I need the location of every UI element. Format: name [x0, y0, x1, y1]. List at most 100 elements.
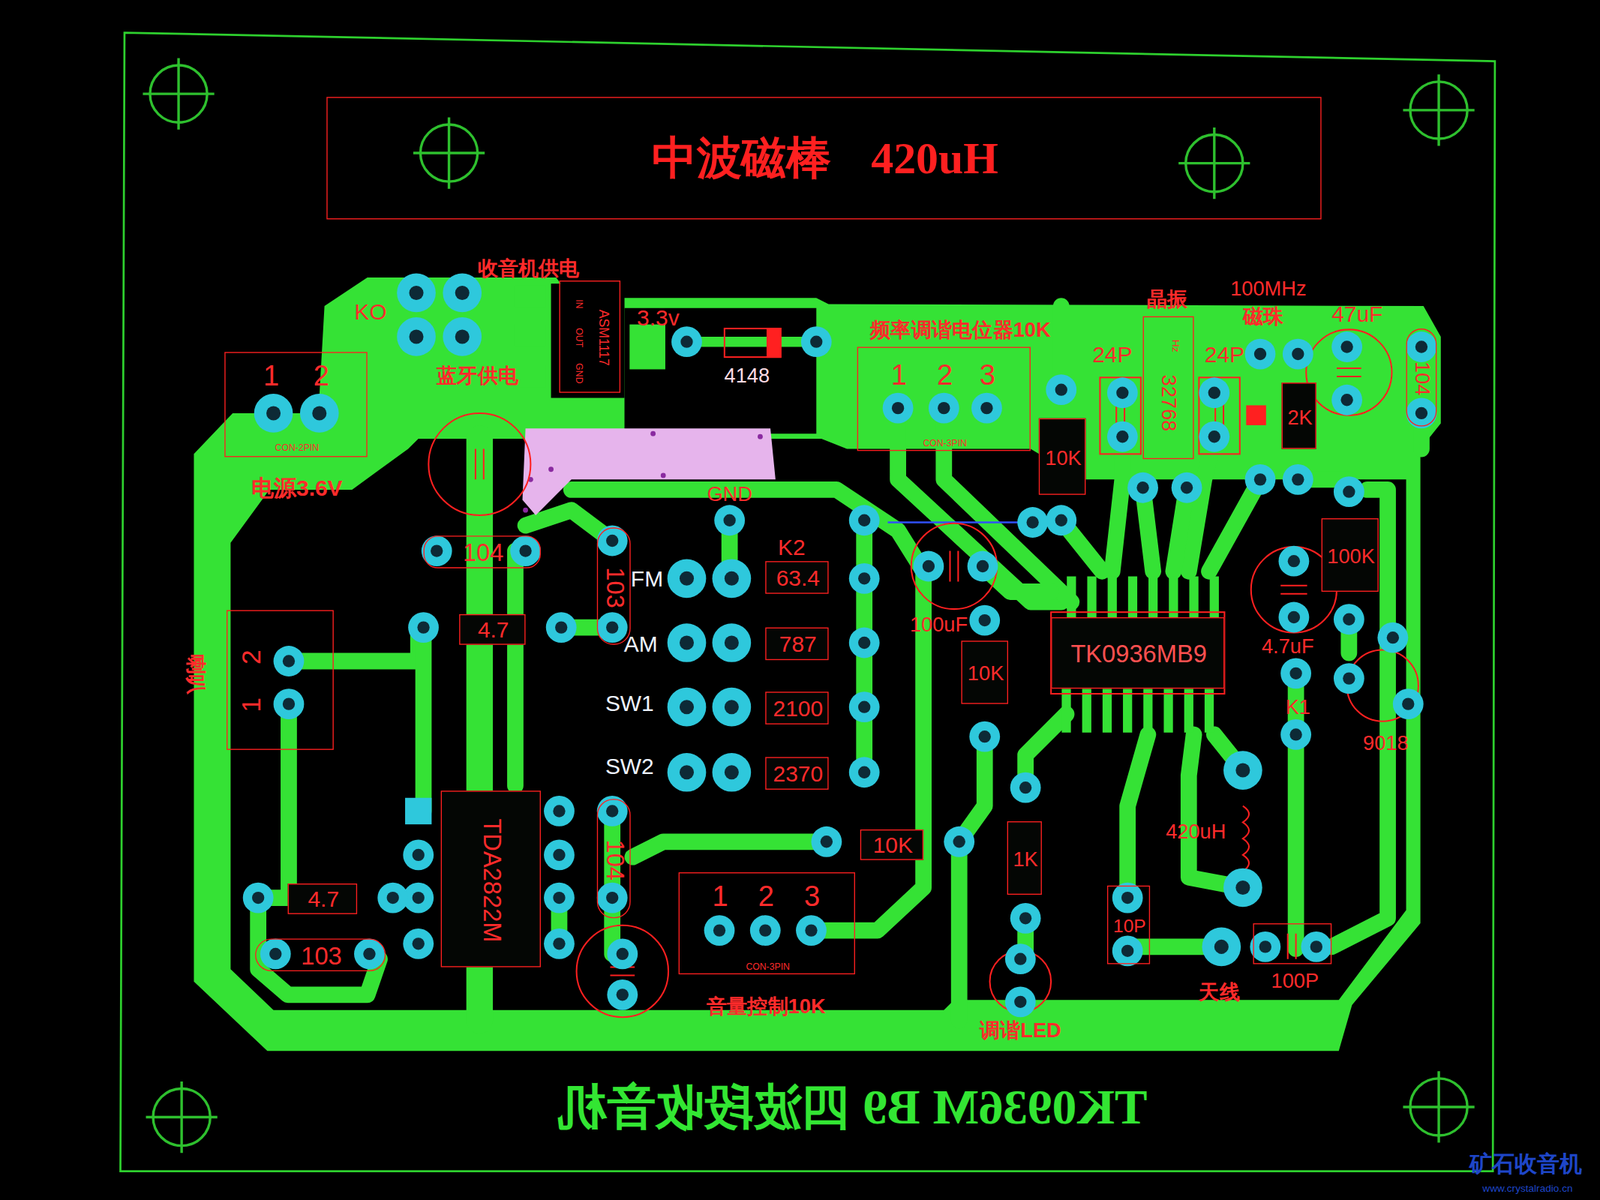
pad — [1198, 377, 1230, 409]
component-outline: ASM1117INOUTGND — [558, 280, 621, 394]
silkscreen-label: AM — [624, 633, 658, 657]
pad — [1331, 384, 1363, 416]
component-outline: 中波磁棒 420uH — [326, 96, 1321, 220]
component-outline: 4.7 — [459, 614, 526, 646]
component-outline — [428, 328, 1419, 1018]
silkscreen-area — [650, 431, 656, 437]
silkscreen-text: 2 — [237, 649, 265, 665]
silkscreen-text: 100P — [1271, 970, 1320, 991]
pad — [606, 979, 638, 1011]
silkscreen-area — [522, 507, 529, 514]
pad — [1333, 663, 1365, 694]
silkscreen-text: 2370 — [772, 763, 823, 787]
silkscreen-text: 103 — [602, 567, 628, 608]
board-title: TK0936M B9 四波段收音机 — [556, 1082, 1147, 1132]
silkscreen-text: ASM1117 — [597, 309, 612, 367]
pad — [967, 551, 999, 583]
pad — [396, 317, 436, 357]
pad — [969, 605, 1000, 637]
pad — [971, 393, 1003, 424]
mounting-mark — [413, 117, 485, 189]
copper-trace — [1127, 734, 1148, 898]
silkscreen-text: 频率调谐电位器10K — [870, 318, 1051, 340]
silkscreen-text: OUT — [573, 327, 583, 348]
silkscreen-text: K2 — [777, 536, 806, 559]
copper-trace — [1112, 436, 1123, 572]
silkscreen-label: 100uF — [909, 614, 968, 635]
copper-trace — [571, 489, 924, 931]
silkscreen-label: 100MHz — [1230, 278, 1306, 299]
component-outline — [1242, 806, 1249, 872]
pad — [801, 326, 832, 358]
silkscreen-label: 天线 — [1198, 981, 1240, 1003]
component-outline — [767, 328, 781, 358]
silkscreen-text: 63.4 — [776, 567, 820, 590]
silkscreen-text: TDA2822M — [479, 818, 505, 943]
component-outline — [428, 413, 531, 516]
pad — [704, 915, 736, 946]
silkscreen-area — [548, 466, 554, 472]
pad — [597, 882, 628, 914]
silkscreen-text: 2 — [758, 882, 775, 912]
silkscreen-label: 24P — [1204, 343, 1245, 367]
component-outline: TK0936MB9 — [1050, 617, 1225, 689]
component-outline: 10K — [961, 640, 1009, 704]
pad — [273, 688, 305, 720]
pad — [597, 525, 628, 557]
silkscreen-text: 100K — [1326, 546, 1375, 567]
pad — [849, 627, 880, 659]
pad — [1406, 398, 1438, 430]
silkscreen-text: 1 — [237, 697, 265, 713]
component-outline — [1336, 368, 1362, 377]
pad — [408, 612, 439, 643]
mounting-mark — [146, 1081, 218, 1153]
silkscreen-text: 1 — [263, 361, 280, 391]
pad — [1171, 472, 1203, 504]
silkscreen-label: 调谐LED — [979, 1020, 1062, 1041]
component-outline: K263.4 — [765, 561, 829, 595]
silkscreen-text: 2 — [936, 360, 953, 390]
copper-trace — [1188, 436, 1215, 572]
copper-trace — [687, 336, 817, 348]
silkscreen-text: 104 — [602, 839, 628, 880]
silkscreen-text: CON-3PIN — [922, 438, 967, 448]
pad — [597, 612, 628, 643]
board-outline — [120, 33, 1495, 1172]
pad — [260, 939, 292, 970]
pad — [510, 535, 541, 567]
pad — [377, 882, 409, 914]
component-outline: 1K — [1007, 821, 1042, 895]
pad — [667, 687, 707, 727]
silkscreen-text: 中波磁棒 420uH — [651, 136, 999, 182]
silkscreen-label: 9018 — [1362, 732, 1409, 754]
silkscreen-text: 4.7 — [477, 619, 510, 643]
pad — [712, 558, 752, 598]
silkscreen-label: 蓝牙供电 — [436, 365, 519, 386]
silkscreen-area — [660, 473, 667, 479]
pad — [273, 645, 305, 677]
pad — [795, 915, 827, 946]
silkscreen-text: 103 — [300, 943, 342, 969]
silkscreen-text: 32768 — [1158, 374, 1180, 432]
silkscreen-text: IN — [573, 299, 583, 309]
silkscreen-text: 1 — [712, 882, 729, 912]
component-outline: 103 — [255, 939, 386, 973]
pad — [849, 563, 880, 595]
silkscreen-label: K1 — [1285, 696, 1311, 718]
component-outline: 104 — [597, 798, 631, 919]
pad — [396, 273, 436, 313]
pad — [543, 795, 575, 827]
silkscreen-label: 3.3v — [636, 306, 680, 330]
component-outline — [1305, 329, 1392, 415]
pad — [1112, 935, 1144, 967]
silkscreen-text: 音量控制10K — [706, 996, 826, 1017]
pad — [597, 795, 628, 827]
board-outline — [120, 33, 1495, 1172]
mounting-mark — [142, 58, 1474, 1154]
pad — [882, 393, 914, 424]
component-outline — [1050, 612, 1225, 694]
pad — [943, 826, 975, 858]
component-outline: 123CON-3PIN频率调谐电位器10K — [857, 347, 1031, 452]
pad — [1045, 374, 1077, 406]
pad — [1282, 464, 1314, 496]
